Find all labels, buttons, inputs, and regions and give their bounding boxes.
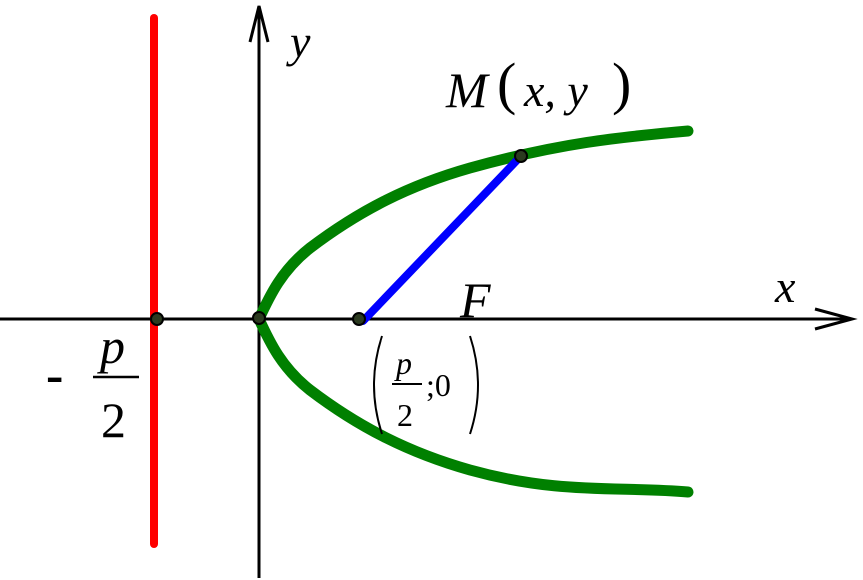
parabola-lower-branch: [253, 313, 694, 498]
directrix-intersection-point: [150, 312, 164, 326]
focus-coord-close-paren: [469, 335, 479, 435]
point-m-args: x, y: [523, 65, 588, 116]
focal-radius-segment: [359, 152, 525, 325]
point-m: [514, 149, 528, 163]
x-axis-label: x: [774, 261, 796, 312]
focus-coord-denominator: 2: [397, 397, 413, 433]
directrix-denominator: 2: [101, 392, 126, 448]
y-axis-label: y: [286, 16, 311, 67]
focus-label: F: [459, 272, 491, 328]
point-m-name: M: [445, 62, 490, 118]
parabola-upper-branch: [253, 125, 694, 325]
point-m-close-paren: ): [612, 51, 631, 116]
directrix-sign: -: [46, 347, 63, 404]
origin-vertex-point: [252, 311, 266, 325]
focus-point: [352, 312, 366, 326]
y-axis-arrow: [248, 5, 270, 43]
focus-coord-open-paren: [373, 335, 383, 435]
directrix-numerator: p: [97, 318, 125, 374]
x-axis-arrow: [814, 307, 858, 331]
point-m-open-paren: (: [497, 51, 516, 116]
focus-coord-rest: ;0: [426, 367, 451, 403]
focus-coord-numerator: p: [394, 345, 412, 381]
